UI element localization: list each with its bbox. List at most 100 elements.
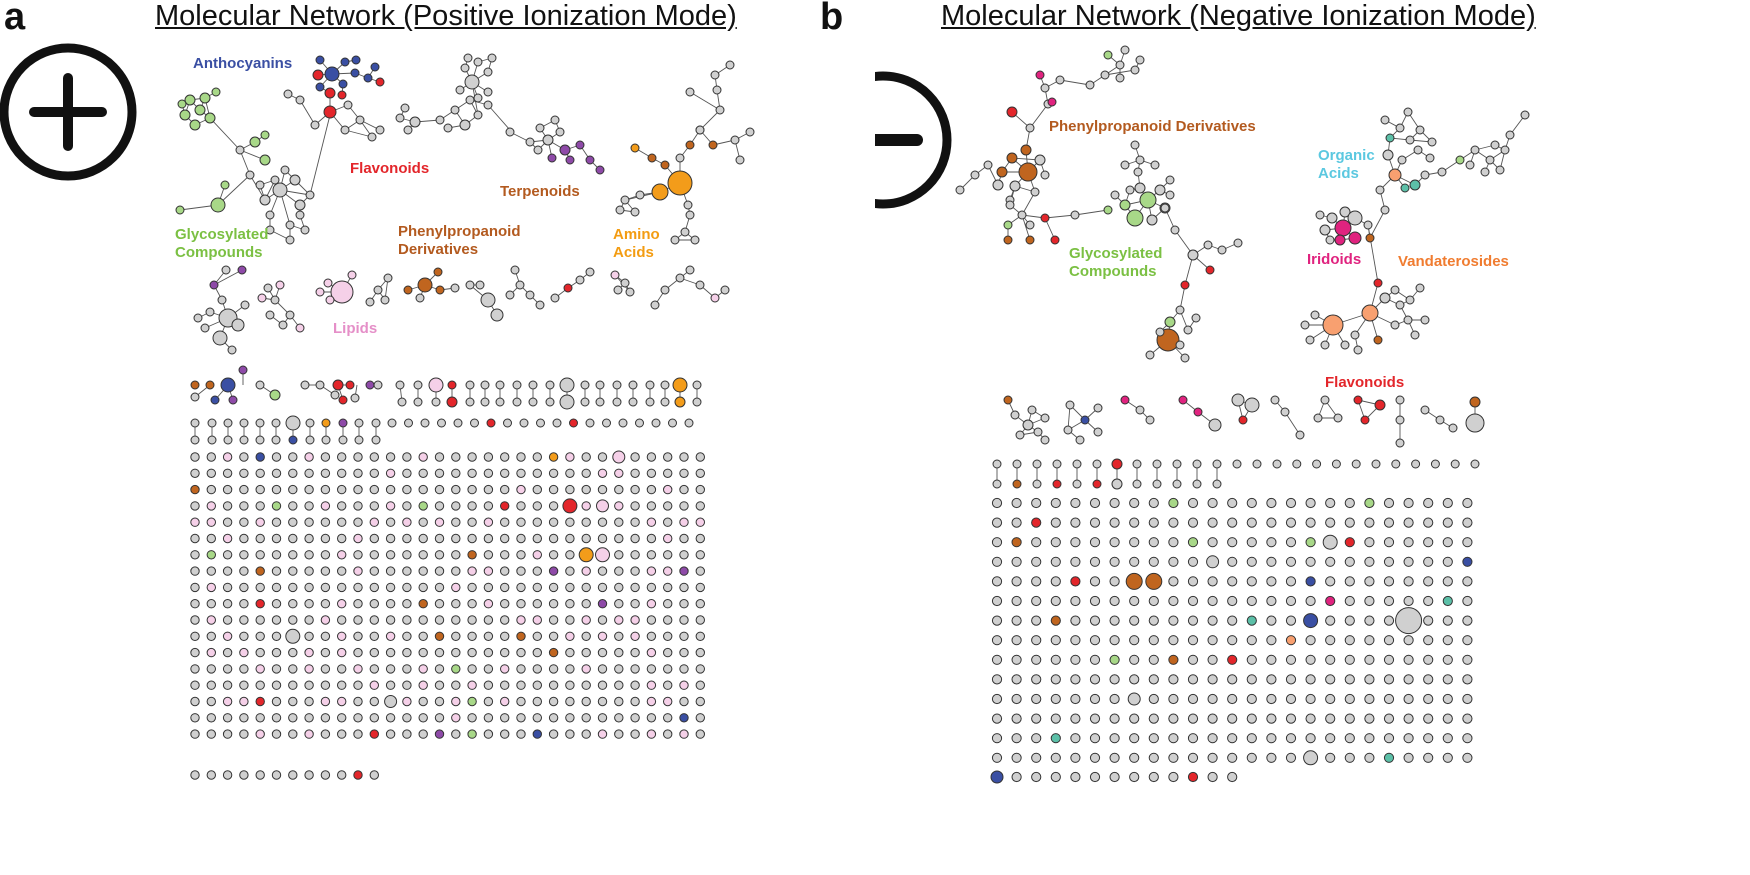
label-lipids: Lipids bbox=[333, 320, 377, 337]
network-node bbox=[1360, 415, 1370, 425]
singleton-node bbox=[1089, 752, 1101, 763]
singleton-node bbox=[451, 517, 461, 527]
network-node bbox=[190, 380, 200, 390]
singleton-node bbox=[271, 566, 282, 576]
network-node bbox=[221, 265, 231, 275]
phenylpropanoid-node bbox=[1035, 70, 1045, 80]
singleton-node bbox=[434, 566, 445, 576]
singleton-node bbox=[190, 484, 200, 495]
network-node bbox=[580, 380, 590, 390]
singleton-node bbox=[337, 599, 347, 609]
network-node bbox=[446, 396, 458, 408]
network-node bbox=[1025, 235, 1035, 245]
singleton-node bbox=[1129, 713, 1140, 724]
singleton-node bbox=[1011, 537, 1022, 548]
singleton-node bbox=[320, 713, 331, 723]
singleton-node bbox=[304, 517, 314, 527]
singleton-node bbox=[288, 452, 298, 462]
singleton-node bbox=[483, 599, 494, 609]
singleton-node bbox=[255, 582, 265, 593]
network-node bbox=[470, 418, 479, 428]
singleton-node bbox=[630, 566, 640, 576]
singleton-node bbox=[1207, 674, 1218, 685]
singleton-node bbox=[222, 696, 233, 707]
singleton-node bbox=[1089, 537, 1101, 548]
iridoid-node bbox=[1347, 210, 1363, 226]
singleton-node bbox=[1109, 674, 1120, 685]
network-node bbox=[1192, 479, 1202, 489]
singleton-node bbox=[991, 752, 1003, 763]
phenylpropanoid-node bbox=[1115, 73, 1125, 83]
phenylpropanoid-node bbox=[992, 179, 1004, 191]
singleton-node bbox=[239, 484, 249, 495]
singleton-node bbox=[500, 501, 510, 511]
vandateroside-node bbox=[1353, 345, 1363, 355]
organic-acid-node bbox=[1409, 179, 1421, 191]
singleton-node bbox=[271, 599, 282, 609]
glycosylated-node bbox=[1139, 191, 1157, 209]
singleton-node bbox=[288, 696, 298, 707]
singleton-node bbox=[190, 615, 200, 625]
singleton-node bbox=[1403, 537, 1414, 548]
network-node bbox=[710, 293, 720, 303]
singleton-node bbox=[630, 501, 640, 511]
singleton-node bbox=[337, 664, 347, 674]
singleton-node bbox=[1403, 654, 1414, 665]
singleton-node bbox=[1305, 497, 1316, 509]
singleton-node bbox=[1325, 556, 1336, 567]
amino-acid-node bbox=[630, 143, 640, 153]
singleton-node bbox=[353, 770, 363, 780]
singleton-node bbox=[1285, 595, 1297, 607]
singleton-node bbox=[679, 501, 689, 511]
singleton-node bbox=[1266, 497, 1277, 509]
singleton-node bbox=[1050, 654, 1061, 665]
singleton-node bbox=[1351, 459, 1361, 469]
singleton-node bbox=[1423, 615, 1434, 626]
singleton-node bbox=[1168, 713, 1179, 724]
network-node bbox=[255, 418, 265, 428]
singleton-node bbox=[1187, 771, 1199, 783]
singleton-node bbox=[190, 566, 200, 576]
network-node bbox=[1395, 395, 1405, 405]
network-node bbox=[238, 365, 248, 375]
vandateroside-node bbox=[1373, 278, 1383, 288]
network-node bbox=[692, 380, 702, 390]
network-node bbox=[1172, 459, 1182, 469]
network-edge bbox=[1059, 79, 1091, 86]
singleton-node bbox=[190, 533, 200, 544]
network-node bbox=[200, 323, 210, 333]
singleton-node bbox=[337, 713, 347, 723]
singleton-node bbox=[1403, 733, 1414, 744]
terpenoid-node bbox=[565, 155, 575, 165]
network-node bbox=[695, 280, 705, 290]
singleton-node bbox=[1109, 537, 1120, 548]
singleton-node bbox=[630, 452, 640, 462]
singleton-node bbox=[255, 680, 265, 690]
network-node bbox=[503, 418, 512, 428]
singleton-node bbox=[581, 664, 591, 674]
singleton-node bbox=[206, 770, 217, 780]
singleton-node bbox=[614, 517, 624, 527]
network-node bbox=[545, 397, 555, 407]
singleton-node bbox=[516, 631, 526, 641]
network-node bbox=[1238, 415, 1248, 425]
singleton-node bbox=[451, 582, 461, 593]
singleton-node bbox=[288, 664, 298, 674]
singleton-node bbox=[1344, 693, 1355, 705]
singleton-node bbox=[304, 582, 314, 593]
network-node bbox=[1093, 403, 1103, 413]
singleton-node bbox=[190, 517, 200, 527]
singleton-node bbox=[467, 468, 477, 478]
singleton-node bbox=[369, 680, 379, 690]
network-node bbox=[288, 435, 298, 445]
singleton-node bbox=[1089, 635, 1101, 646]
singleton-node bbox=[1168, 497, 1179, 509]
singleton-node bbox=[320, 729, 331, 739]
singleton-node bbox=[385, 729, 396, 739]
singleton-node bbox=[1305, 556, 1316, 567]
singleton-node bbox=[1246, 615, 1257, 626]
singleton-node bbox=[1423, 635, 1434, 646]
singleton-node bbox=[1246, 517, 1257, 528]
singleton-node bbox=[320, 664, 331, 674]
iridoid-node bbox=[1334, 219, 1352, 237]
